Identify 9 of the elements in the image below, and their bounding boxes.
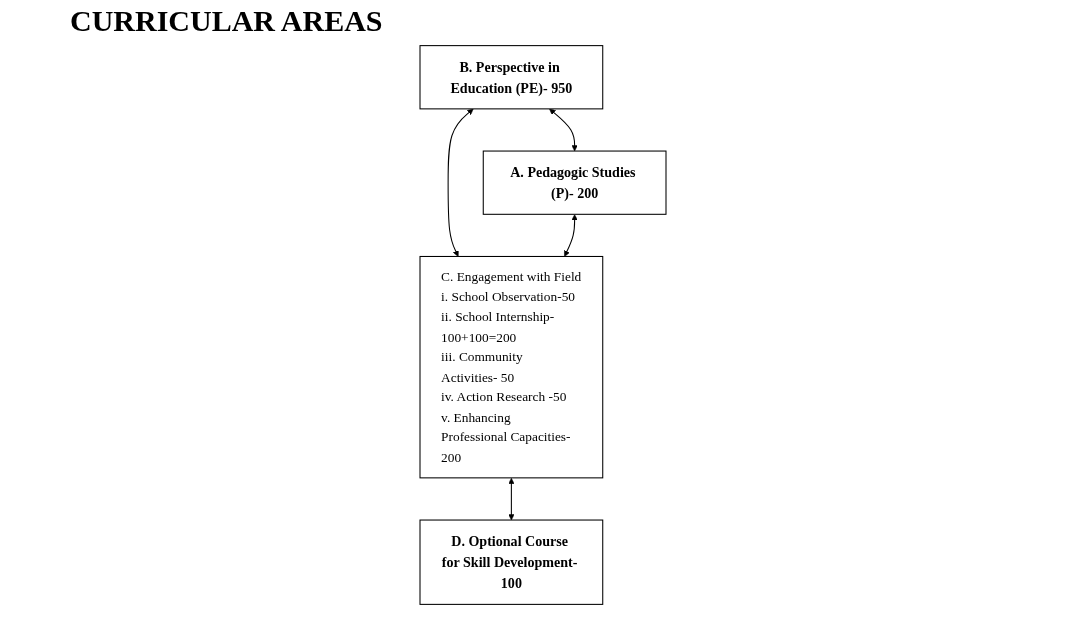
arrow: [508, 477, 515, 521]
node-box: D. Optional Course for Skill Development- 100: [419, 519, 604, 605]
node-box: B. Perspective in Education (PE)- 950: [419, 45, 604, 110]
arrow: [564, 214, 578, 257]
arrow: [447, 108, 474, 257]
node-box: C. Engagement with Field i. School Observation-50 ii. School Internship- 100+100=200 iii. Community Activities- 50 iv. Action Research -50 v. Enhancing Professional Capacities- 200: [419, 255, 604, 479]
diagram-title: CURRICULAR AREAS: [70, 4, 383, 39]
node-box: A. Pedagogic Studies (P)- 200: [482, 150, 667, 215]
arrow: [549, 108, 578, 152]
